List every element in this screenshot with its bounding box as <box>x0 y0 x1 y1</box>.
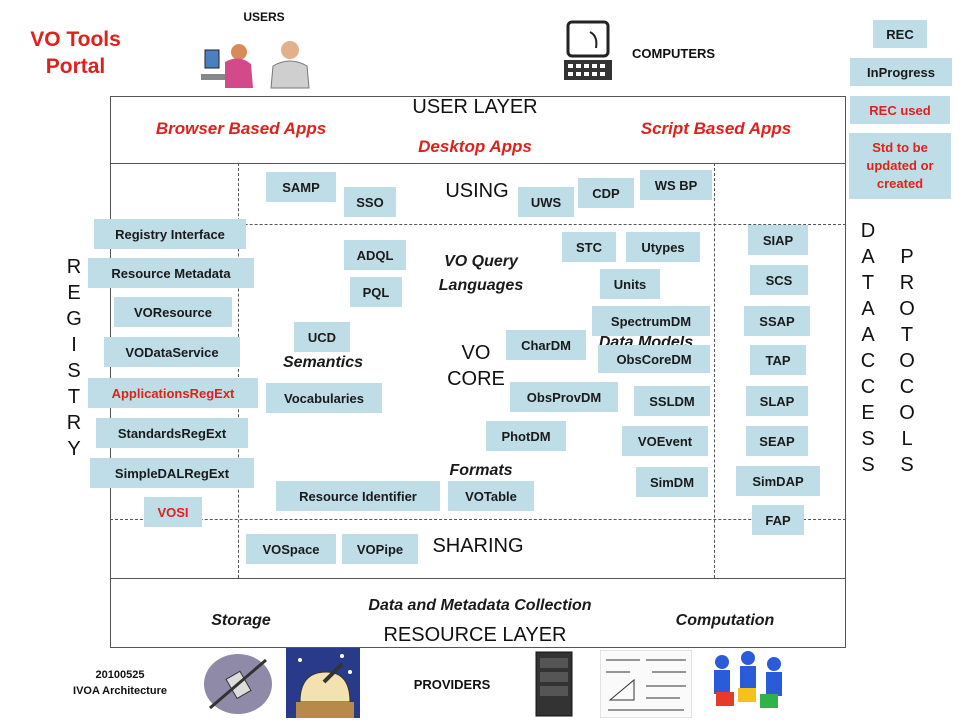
ucd-box[interactable]: UCD <box>294 322 350 352</box>
vodataservice-box[interactable]: VODataService <box>104 337 240 367</box>
architecture-frame <box>110 96 846 648</box>
siap-box[interactable]: SIAP <box>748 225 808 255</box>
right-column-divider <box>714 163 715 578</box>
vocabularies-box[interactable]: Vocabularies <box>266 383 382 413</box>
browser-apps-label: Browser Based Apps <box>155 119 327 138</box>
resource-layer-divider <box>110 578 846 579</box>
ssap-box[interactable]: SSAP <box>744 306 810 336</box>
votable-box[interactable]: VOTable <box>448 481 534 511</box>
applications-regext-box[interactable]: ApplicationsRegExt <box>88 378 258 408</box>
computers-label: COMPUTERS <box>632 46 716 61</box>
architecture-label: IVOA Architecture <box>73 685 167 697</box>
user-layer-divider <box>110 163 846 164</box>
scs-box[interactable]: SCS <box>750 265 808 295</box>
resource-layer-label: RESOURCE LAYER <box>383 624 567 646</box>
storage-label: Storage <box>211 612 271 629</box>
vospace-box[interactable]: VOSpace <box>246 534 336 564</box>
vopipe-box[interactable]: VOPipe <box>342 534 418 564</box>
semantics-label: Semantics <box>282 354 364 371</box>
uws-box[interactable]: UWS <box>518 187 574 217</box>
spectrumdm-box[interactable]: SpectrumDM <box>592 306 710 336</box>
registry-interface-box[interactable]: Registry Interface <box>94 219 246 249</box>
using-label: USING <box>445 180 509 202</box>
users-label: USERS <box>243 10 285 24</box>
portal-title: VO Tools Portal <box>30 28 121 78</box>
desktop-apps-label: Desktop Apps <box>418 137 532 156</box>
resource-identifier-box[interactable]: Resource Identifier <box>276 481 440 511</box>
legend-rec: REC <box>873 20 927 48</box>
resource-metadata-box[interactable]: Resource Metadata <box>88 258 254 288</box>
left-column-divider <box>238 163 239 578</box>
slap-box[interactable]: SLAP <box>746 386 808 416</box>
legend-in-progress: InProgress <box>850 58 952 86</box>
sharing-label: SHARING <box>432 535 524 557</box>
sharing-divider <box>110 519 846 520</box>
legend-rec-used: REC used <box>850 96 950 124</box>
cdp-box[interactable]: CDP <box>578 178 634 208</box>
providers-label: PROVIDERS <box>413 677 491 692</box>
vo-core-label: VO CORE <box>447 342 505 390</box>
collaboration-icon <box>714 651 782 708</box>
sso-box[interactable]: SSO <box>344 187 396 217</box>
simdm-box[interactable]: SimDM <box>636 467 708 497</box>
voresource-box[interactable]: VOResource <box>114 297 232 327</box>
vosi-box[interactable]: VOSI <box>144 497 202 527</box>
legend-std-updated: Std to be updated or created <box>849 133 951 199</box>
equations-icon <box>600 650 692 718</box>
server-icon <box>535 651 573 717</box>
satellite-icon <box>204 654 272 714</box>
simdap-box[interactable]: SimDAP <box>736 466 820 496</box>
computer-icon <box>564 20 612 80</box>
seap-box[interactable]: SEAP <box>746 426 808 456</box>
obsprovdm-box[interactable]: ObsProvDM <box>510 382 618 412</box>
user-layer-label: USER LAYER <box>412 96 538 118</box>
query-languages-label: VO Query Languages <box>438 253 524 294</box>
computation-label: Computation <box>675 612 775 629</box>
using-divider <box>110 224 846 225</box>
stc-box[interactable]: STC <box>562 232 616 262</box>
script-apps-label: Script Based Apps <box>640 119 792 138</box>
date-label: 20100525 <box>95 669 145 681</box>
formats-label: Formats <box>449 462 513 479</box>
fap-box[interactable]: FAP <box>752 505 804 535</box>
observatory-icon <box>286 648 360 718</box>
photdm-box[interactable]: PhotDM <box>486 421 566 451</box>
ws-bp-box[interactable]: WS BP <box>640 170 712 200</box>
simpledal-regext-box[interactable]: SimpleDALRegExt <box>90 458 254 488</box>
adql-box[interactable]: ADQL <box>344 240 406 270</box>
utypes-box[interactable]: Utypes <box>626 232 700 262</box>
users-icon <box>201 41 310 89</box>
samp-box[interactable]: SAMP <box>266 172 336 202</box>
voevent-box[interactable]: VOEvent <box>622 426 708 456</box>
pql-box[interactable]: PQL <box>350 277 402 307</box>
standards-regext-box[interactable]: StandardsRegExt <box>96 418 248 448</box>
tap-box[interactable]: TAP <box>750 345 806 375</box>
units-box[interactable]: Units <box>600 269 660 299</box>
ssldm-box[interactable]: SSLDM <box>634 386 710 416</box>
chardm-box[interactable]: CharDM <box>506 330 586 360</box>
collection-label: Data and Metadata Collection <box>368 597 592 614</box>
obscoredm-box[interactable]: ObsCoreDM <box>598 345 710 373</box>
